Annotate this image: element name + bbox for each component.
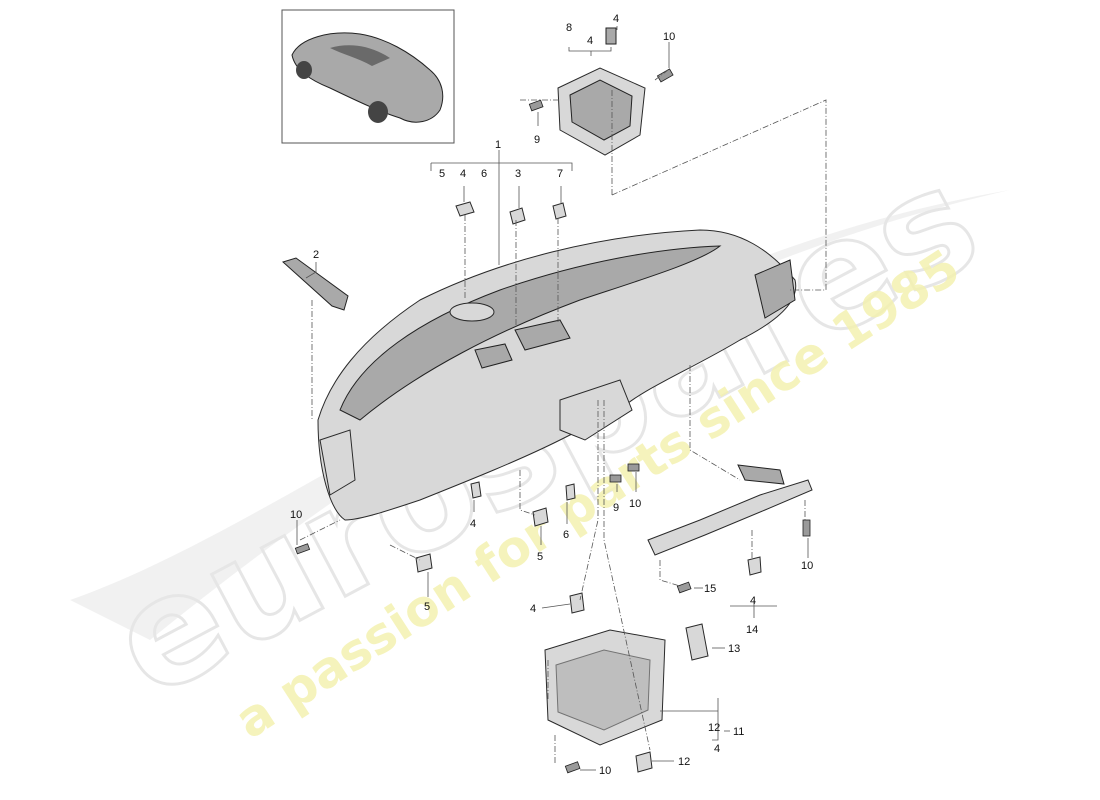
callout-10-right: 10 xyxy=(801,560,813,572)
callout-5-b: 5 xyxy=(424,601,430,613)
assembly-guides xyxy=(299,69,827,765)
callout-4-row: 4 xyxy=(460,168,466,180)
callout-15: 15 xyxy=(704,583,716,595)
screw-15-icon xyxy=(676,581,692,594)
clip-5-left xyxy=(415,553,433,573)
clip-6 xyxy=(565,483,576,501)
callout-14: 14 xyxy=(746,624,758,636)
car-wheel-rear xyxy=(368,101,388,123)
callout-7: 7 xyxy=(557,168,563,180)
center-vent xyxy=(514,319,571,351)
upper-bracket-face xyxy=(569,79,633,141)
callout-12-a: 12 xyxy=(708,722,720,734)
callout-6-row: 6 xyxy=(481,168,487,180)
watermark-swoosh xyxy=(70,190,1010,640)
clip-7 xyxy=(552,202,567,220)
screw-9-mid-icon xyxy=(609,474,622,483)
callout-8: 8 xyxy=(566,22,572,34)
car-silhouette xyxy=(291,32,444,123)
left-end-bracket xyxy=(319,429,356,496)
callouts: 1 5 4 6 3 7 2 8 4 4 10 9 9 10 4 5 6 10 5… xyxy=(290,13,813,777)
vehicle-thumbnail xyxy=(281,9,455,144)
callout-4-a: 4 xyxy=(470,518,476,530)
callout-10-top: 10 xyxy=(663,31,675,43)
callout-13: 13 xyxy=(728,643,740,655)
screw-10-top-icon xyxy=(656,68,674,83)
callout-10-left: 10 xyxy=(290,509,302,521)
clip-4-console xyxy=(569,592,585,614)
clip-4-top-center xyxy=(455,201,475,217)
callout-11: 11 xyxy=(733,726,744,738)
callout-2: 2 xyxy=(313,249,319,261)
car-wheel-front xyxy=(296,61,312,79)
cross-member-arm xyxy=(737,464,785,485)
screw-10-mid-icon xyxy=(627,463,640,472)
callout-10-bottom: 10 xyxy=(599,765,611,777)
fasteners xyxy=(294,68,811,774)
callout-4-top: 4 xyxy=(613,13,619,25)
screw-10-right-icon xyxy=(802,519,811,537)
callout-4-bracket: 4 xyxy=(587,35,593,47)
screw-10-left-icon xyxy=(294,543,311,555)
callout-12-b: 12 xyxy=(678,756,690,768)
center-console-support xyxy=(559,379,633,441)
clip-5-middle xyxy=(532,507,549,527)
clip-4-left-lower xyxy=(470,481,482,499)
callout-6-a: 6 xyxy=(563,529,569,541)
callout-5-row: 5 xyxy=(439,168,445,180)
part-console-frame xyxy=(544,629,666,746)
part-sensor xyxy=(685,623,709,661)
right-end-bracket xyxy=(754,259,796,319)
lower-vent xyxy=(474,343,513,369)
callout-4-c: 4 xyxy=(530,603,536,615)
dashboard-top-pad xyxy=(339,245,722,421)
callout-3: 3 xyxy=(515,168,521,180)
screw-9-top-icon xyxy=(528,99,544,112)
part-upper-bracket xyxy=(557,27,646,156)
leader-lines xyxy=(296,26,809,771)
callout-9-b: 9 xyxy=(613,502,619,514)
callout-5-a: 5 xyxy=(537,551,543,563)
clip-4-cross xyxy=(747,556,762,576)
callout-9-top: 9 xyxy=(534,134,540,146)
dashboard-carrier xyxy=(317,229,797,521)
console-frame-inner xyxy=(555,649,651,731)
center-display-opening xyxy=(449,302,495,322)
callout-1: 1 xyxy=(495,139,501,151)
screw-icons xyxy=(294,68,811,774)
clip-3 xyxy=(509,207,526,225)
screw-10-bottom-icon xyxy=(564,761,581,774)
upper-clip xyxy=(605,27,617,45)
car-windows xyxy=(330,45,390,66)
callout-4-d: 4 xyxy=(714,743,720,755)
part-cross-member xyxy=(647,464,813,556)
callout-4-b: 4 xyxy=(750,595,756,607)
part-trim-strip xyxy=(282,257,349,311)
cross-member-body xyxy=(647,479,813,556)
callout-10-mid: 10 xyxy=(629,498,641,510)
clip-12 xyxy=(635,751,653,773)
dashboard-body xyxy=(317,229,797,521)
